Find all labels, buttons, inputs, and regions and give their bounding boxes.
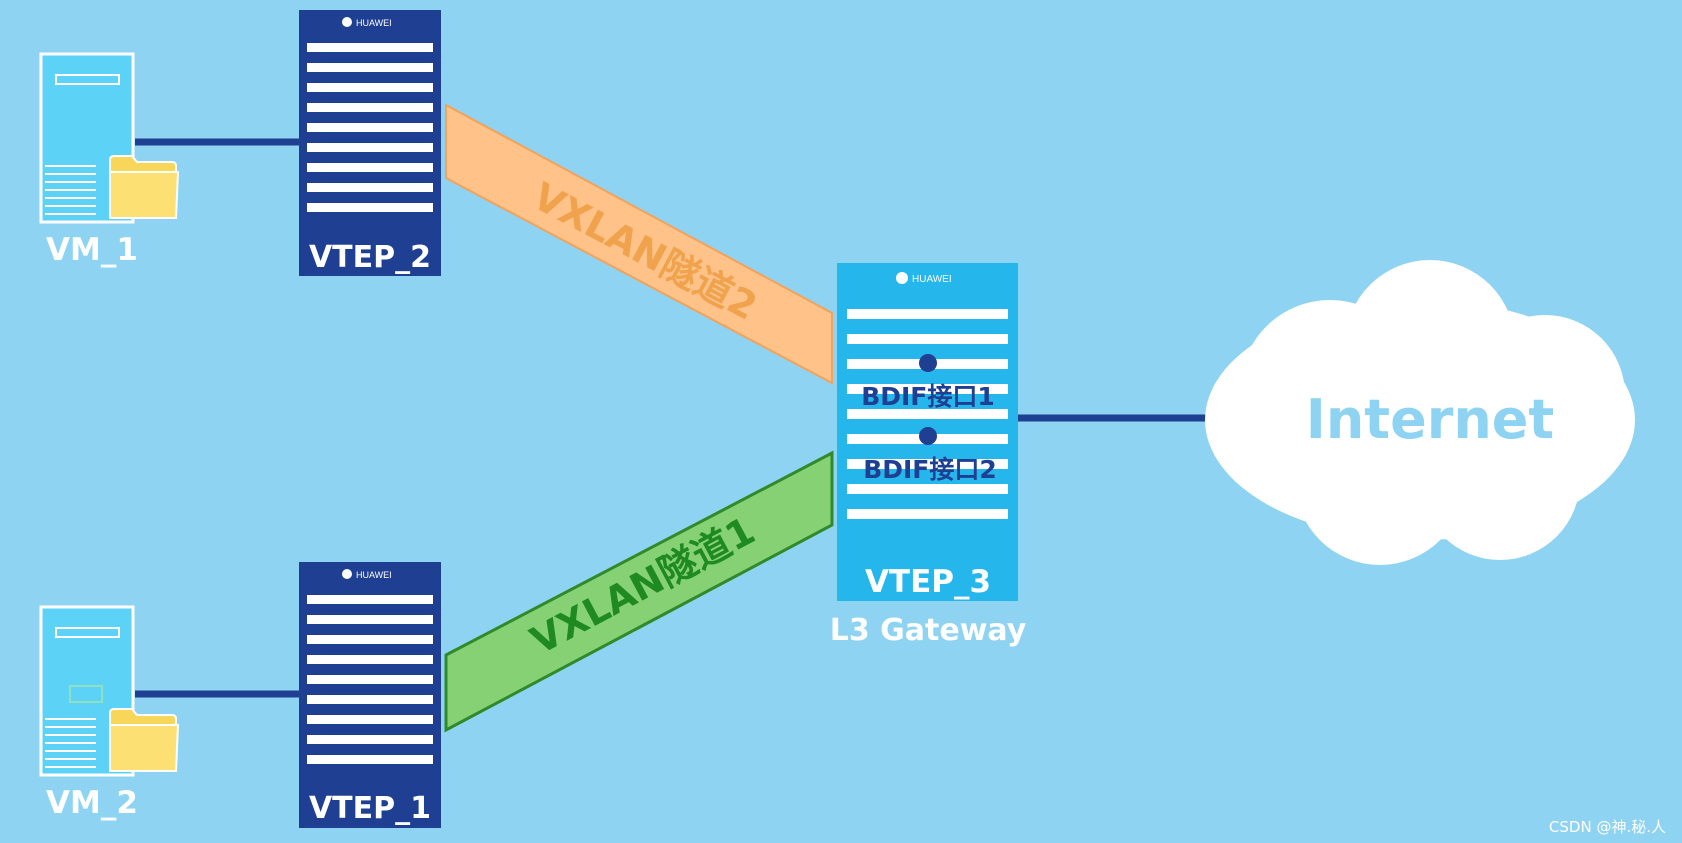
folder-icon bbox=[109, 708, 180, 772]
vtep-3-brand: HUAWEI bbox=[912, 274, 952, 285]
vtep-2-brand: HUAWEI bbox=[356, 18, 392, 28]
vtep-1-brand: HUAWEI bbox=[356, 570, 392, 580]
vxlan-tunnel-2: VXLAN隧道2 bbox=[445, 103, 833, 385]
internet-cloud-icon: Internet bbox=[1205, 260, 1635, 565]
huawei-logo-icon bbox=[342, 569, 352, 579]
vm-1-label: VM_1 bbox=[46, 232, 138, 268]
vm-2: VM_2 bbox=[39, 605, 180, 821]
vtep-1-switch: HUAWEI VTEP_1 bbox=[299, 562, 441, 828]
vtep-3-role: L3 Gateway bbox=[830, 613, 1027, 648]
huawei-logo-icon bbox=[896, 272, 908, 284]
bdif-1-port-dot bbox=[919, 354, 937, 372]
vtep-2-label: VTEP_2 bbox=[309, 240, 431, 275]
tunnel-1-label: VXLAN隧道1 bbox=[524, 508, 762, 663]
internet-label: Internet bbox=[1306, 388, 1554, 451]
vtep-1-label: VTEP_1 bbox=[309, 791, 431, 826]
bdif-1-label: BDIF接口1 bbox=[861, 382, 995, 411]
vm-2-label: VM_2 bbox=[46, 785, 138, 821]
vtep-3-label: VTEP_3 bbox=[865, 564, 991, 600]
vtep-2-switch: HUAWEI VTEP_2 bbox=[299, 10, 441, 276]
vtep-3-switch: HUAWEI BDIF接口1 BDIF接口2 VTEP_3 L3 Gateway bbox=[830, 263, 1027, 648]
vxlan-tunnel-1: VXLAN隧道1 bbox=[444, 450, 834, 733]
watermark: CSDN @神.秘.人 bbox=[1549, 818, 1666, 836]
folder-icon bbox=[109, 155, 180, 219]
bdif-2-label: BDIF接口2 bbox=[863, 455, 997, 484]
huawei-logo-icon bbox=[342, 17, 352, 27]
vm-1: VM_1 bbox=[39, 52, 180, 268]
bdif-2-port-dot bbox=[919, 427, 937, 445]
tunnel-2-label: VXLAN隧道2 bbox=[526, 174, 764, 329]
